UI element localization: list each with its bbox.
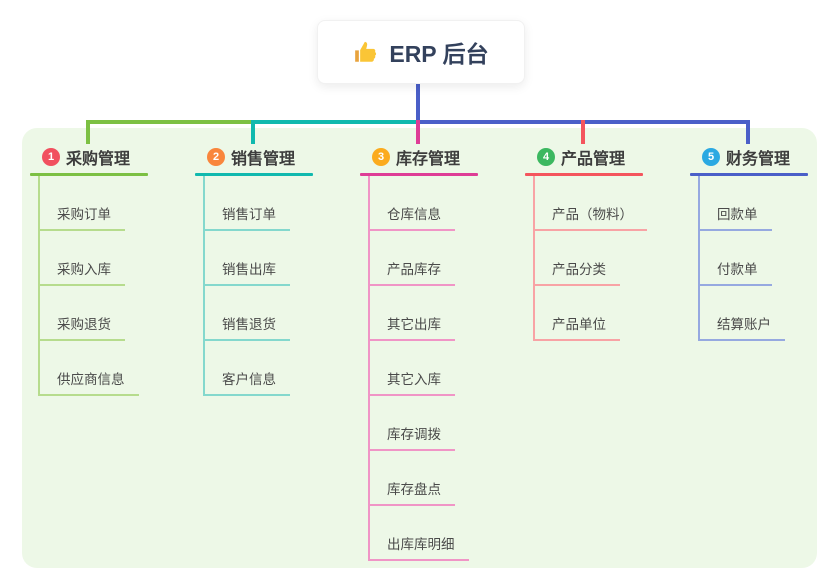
child-node-label: 产品分类 bbox=[535, 258, 620, 286]
child-node-label: 销售退货 bbox=[205, 313, 290, 341]
branch-children: 回款单付款单结算账户 bbox=[698, 176, 839, 341]
child-node[interactable]: 采购入库 bbox=[40, 231, 190, 286]
branch-title[interactable]: 1 采购管理 bbox=[30, 145, 190, 169]
child-node[interactable]: 采购退货 bbox=[40, 286, 190, 341]
child-node[interactable]: 产品（物料） bbox=[535, 176, 685, 231]
child-node[interactable]: 结算账户 bbox=[700, 286, 839, 341]
branch-children: 采购订单采购入库采购退货供应商信息 bbox=[38, 176, 190, 396]
child-node[interactable]: 回款单 bbox=[700, 176, 839, 231]
mindmap-panel bbox=[22, 128, 817, 568]
child-node[interactable]: 库存调拨 bbox=[370, 396, 520, 451]
child-node-label: 付款单 bbox=[700, 258, 772, 286]
child-node[interactable]: 产品单位 bbox=[535, 286, 685, 341]
branch-column-库存管理: 3 库存管理 仓库信息产品库存其它出库其它入库库存调拨库存盘点出库库明细 bbox=[360, 145, 520, 561]
branch-underline bbox=[360, 173, 478, 176]
branch-number-badge: 4 bbox=[537, 148, 555, 166]
root-node[interactable]: ERP 后台 bbox=[317, 20, 525, 84]
branch-number-badge: 3 bbox=[372, 148, 390, 166]
child-node[interactable]: 供应商信息 bbox=[40, 341, 190, 396]
child-node-label: 其它出库 bbox=[370, 313, 455, 341]
branch-title-label: 采购管理 bbox=[66, 151, 131, 168]
child-node-label: 产品单位 bbox=[535, 313, 620, 341]
child-node-label: 出库库明细 bbox=[370, 533, 469, 561]
child-node-label: 采购订单 bbox=[40, 203, 125, 231]
branch-drop-line bbox=[581, 120, 585, 144]
child-node-label: 产品（物料） bbox=[535, 203, 647, 231]
branch-children: 产品（物料） 产品分类产品单位 bbox=[533, 176, 685, 341]
branch-title-label: 财务管理 bbox=[726, 151, 791, 168]
child-node[interactable]: 其它入库 bbox=[370, 341, 520, 396]
branch-drop-line bbox=[416, 120, 420, 144]
child-node-label: 供应商信息 bbox=[40, 368, 139, 396]
child-node[interactable]: 仓库信息 bbox=[370, 176, 520, 231]
child-node[interactable]: 销售退货 bbox=[205, 286, 355, 341]
branch-column-产品管理: 4 产品管理 产品（物料） 产品分类产品单位 bbox=[525, 145, 685, 341]
branch-number-badge: 1 bbox=[42, 148, 60, 166]
child-node[interactable]: 产品分类 bbox=[535, 231, 685, 286]
thumbs-up-icon bbox=[355, 41, 377, 62]
child-node-label: 客户信息 bbox=[205, 368, 290, 396]
child-node[interactable]: 付款单 bbox=[700, 231, 839, 286]
branch-title[interactable]: 5 财务管理 bbox=[690, 145, 839, 169]
branch-title[interactable]: 3 库存管理 bbox=[360, 145, 520, 169]
child-node[interactable]: 出库库明细 bbox=[370, 506, 520, 561]
branch-drop-line bbox=[746, 120, 750, 144]
branch-underline bbox=[30, 173, 148, 176]
branch-title[interactable]: 4 产品管理 bbox=[525, 145, 685, 169]
branch-children: 仓库信息产品库存其它出库其它入库库存调拨库存盘点出库库明细 bbox=[368, 176, 520, 561]
child-node-label: 销售订单 bbox=[205, 203, 290, 231]
child-node[interactable]: 其它出库 bbox=[370, 286, 520, 341]
branch-drop-line bbox=[86, 120, 90, 144]
root-connector-line bbox=[416, 82, 420, 122]
child-node[interactable]: 产品库存 bbox=[370, 231, 520, 286]
root-title: ERP 后台 bbox=[389, 41, 489, 67]
child-node[interactable]: 客户信息 bbox=[205, 341, 355, 396]
branch-column-财务管理: 5 财务管理 回款单付款单结算账户 bbox=[690, 145, 839, 341]
child-node-label: 产品库存 bbox=[370, 258, 455, 286]
branch-title-label: 库存管理 bbox=[396, 151, 461, 168]
child-node-label: 仓库信息 bbox=[370, 203, 455, 231]
child-node-label: 库存调拨 bbox=[370, 423, 455, 451]
child-node-label: 销售出库 bbox=[205, 258, 290, 286]
child-node[interactable]: 销售订单 bbox=[205, 176, 355, 231]
branch-number-badge: 5 bbox=[702, 148, 720, 166]
child-node-label: 库存盘点 bbox=[370, 478, 455, 506]
branch-column-采购管理: 1 采购管理 采购订单采购入库采购退货供应商信息 bbox=[30, 145, 190, 396]
child-node-label: 结算账户 bbox=[700, 313, 785, 341]
branch-underline bbox=[195, 173, 313, 176]
child-node[interactable]: 销售出库 bbox=[205, 231, 355, 286]
branch-column-销售管理: 2 销售管理 销售订单销售出库销售退货客户信息 bbox=[195, 145, 355, 396]
child-node[interactable]: 采购订单 bbox=[40, 176, 190, 231]
child-node-label: 采购退货 bbox=[40, 313, 125, 341]
child-node-label: 采购入库 bbox=[40, 258, 125, 286]
connector-line-green bbox=[86, 120, 253, 124]
connector-line-teal bbox=[253, 120, 418, 124]
branch-drop-line bbox=[251, 120, 255, 144]
branch-title-label: 销售管理 bbox=[231, 151, 296, 168]
branch-children: 销售订单销售出库销售退货客户信息 bbox=[203, 176, 355, 396]
branch-title[interactable]: 2 销售管理 bbox=[195, 145, 355, 169]
branch-underline bbox=[690, 173, 808, 176]
child-node[interactable]: 库存盘点 bbox=[370, 451, 520, 506]
child-node-label: 其它入库 bbox=[370, 368, 455, 396]
branch-number-badge: 2 bbox=[207, 148, 225, 166]
branch-title-label: 产品管理 bbox=[561, 151, 626, 168]
branch-underline bbox=[525, 173, 643, 176]
child-node-label: 回款单 bbox=[700, 203, 772, 231]
